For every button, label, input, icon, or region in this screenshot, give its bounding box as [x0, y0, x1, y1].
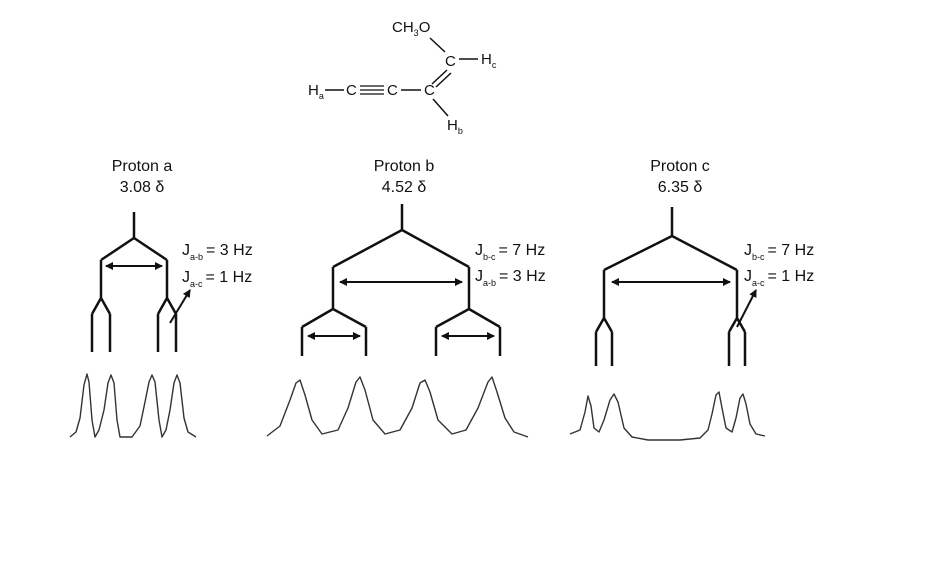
proton-c-title: Proton c [650, 158, 710, 175]
proton-c-panel: Proton c 6.35 δ Jb-c= 7 Hz Ja-c= 1 Hz [569, 158, 814, 441]
carbon-alkyne-2: C [387, 82, 398, 99]
proton-a-shift: 3.08 δ [120, 179, 165, 196]
proton-a-panel: Proton a 3.08 δ Ja-b= 3 Hz Ja-c= 1 Hz [69, 158, 253, 438]
bond-o-c [429, 37, 446, 53]
proton-b-splitting-tree [300, 204, 502, 356]
ha-label: Ha [308, 82, 324, 101]
methoxy-label: CH3O [392, 19, 430, 38]
proton-a-j1: Ja-b= 3 Hz [182, 242, 253, 262]
double-bond-2 [435, 72, 452, 88]
molecule-structure: CH3O C Hc Ha C C C Hb [308, 19, 497, 136]
proton-a-jac-arrow [169, 289, 191, 324]
proton-c-j1: Jb-c= 7 Hz [744, 242, 814, 262]
proton-a-j2: Ja-c= 1 Hz [182, 269, 252, 289]
hb-label: Hb [447, 117, 463, 136]
double-bond-1 [431, 69, 448, 85]
bond-c-hb [432, 98, 449, 117]
carbon-vinyl: C [424, 82, 435, 99]
proton-b-j1: Jb-c= 7 Hz [475, 242, 545, 262]
proton-b-title: Proton b [374, 158, 435, 175]
proton-c-jac-arrow [736, 289, 757, 328]
proton-a-title: Proton a [112, 158, 173, 175]
proton-b-shift: 4.52 δ [382, 179, 427, 196]
proton-c-shift: 6.35 δ [658, 179, 703, 196]
proton-c-splitting-tree [594, 207, 747, 366]
proton-a-spectrum [69, 373, 197, 438]
hc-label: Hc [481, 51, 497, 70]
carbon-upper: C [445, 53, 456, 70]
carbon-alkyne-1: C [346, 82, 357, 99]
proton-a-splitting-tree [90, 212, 178, 352]
proton-b-j2: Ja-b= 3 Hz [475, 268, 546, 288]
proton-b-spectrum [266, 376, 529, 438]
proton-c-spectrum [569, 391, 766, 441]
proton-c-j2: Ja-c= 1 Hz [744, 268, 814, 288]
proton-b-panel: Proton b 4.52 δ Jb-c= 7 Hz Ja-b= 3 Hz [266, 158, 546, 438]
